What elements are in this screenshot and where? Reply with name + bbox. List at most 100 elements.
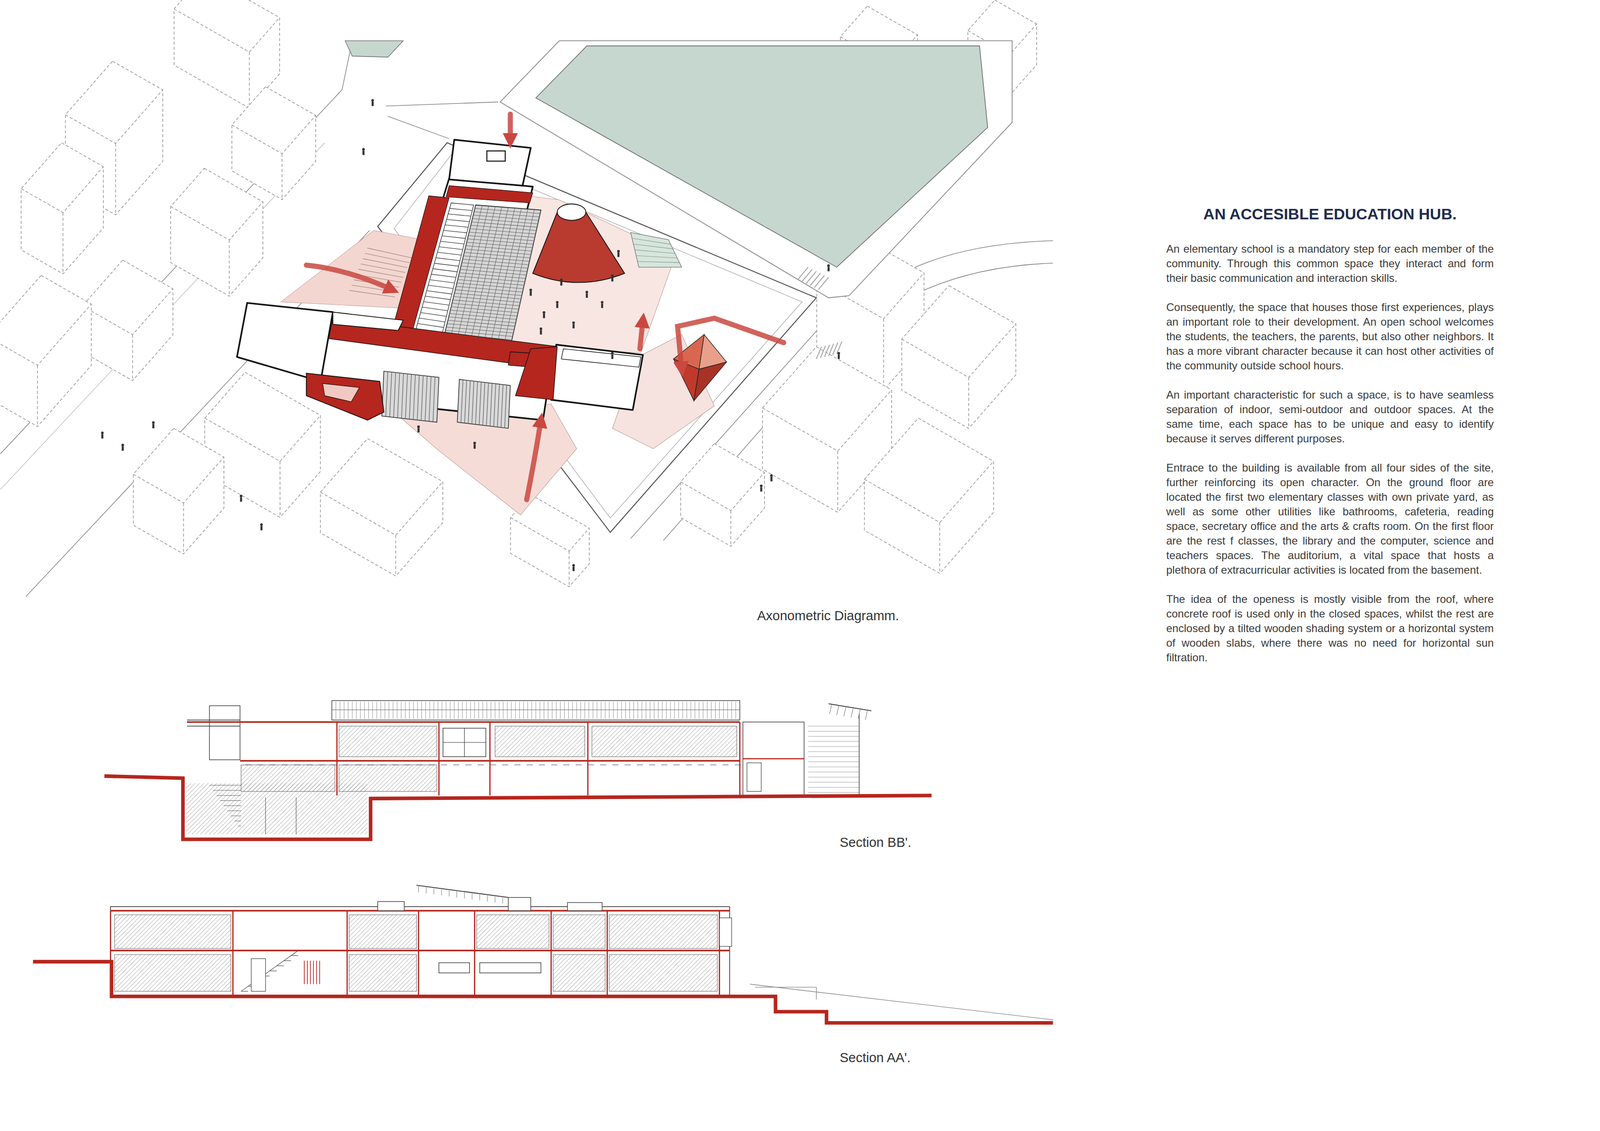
slat-line	[405, 701, 406, 720]
slat-line	[453, 701, 455, 720]
slat-line	[723, 701, 724, 720]
slat-line	[356, 701, 357, 720]
person-figure	[371, 98, 375, 102]
column-line	[489, 722, 491, 796]
slat-line	[519, 701, 520, 720]
slat-line	[490, 701, 492, 720]
stair-line	[227, 810, 241, 811]
slat-line	[376, 701, 377, 720]
slat-line	[560, 701, 561, 720]
slat-line	[483, 207, 515, 345]
slat-line	[479, 382, 482, 426]
slat-line	[431, 274, 457, 278]
building-volume	[449, 139, 531, 186]
person-figure	[572, 321, 576, 325]
slat-line	[423, 301, 450, 306]
room-hatch	[476, 914, 550, 949]
slat-line	[588, 701, 590, 720]
slat-line	[576, 701, 577, 720]
slat-line	[447, 213, 471, 217]
slat-line	[476, 207, 509, 344]
slat-line	[702, 701, 704, 720]
slat-line	[690, 701, 691, 720]
person-figure	[239, 494, 243, 498]
slat-line	[486, 701, 488, 720]
railing-line	[685, 764, 692, 766]
entrance-arrow	[639, 320, 644, 349]
roof-element	[508, 897, 531, 911]
context-building	[231, 86, 316, 200]
slat-line	[711, 701, 712, 720]
slat-line	[483, 382, 485, 426]
slat-line	[621, 701, 622, 720]
railing-line	[661, 764, 668, 766]
railing-line	[379, 764, 386, 766]
railing-line	[244, 764, 251, 766]
person-figure	[560, 281, 562, 286]
canopy-line	[828, 703, 872, 712]
slat-line	[670, 701, 671, 720]
railing-line	[416, 764, 423, 766]
title-holder: AN ACCESIBLE EDUCATION HUB.	[1166, 205, 1494, 224]
slat-line	[367, 248, 412, 258]
column-line	[473, 910, 476, 996]
slat-line	[401, 373, 404, 419]
slat-line	[503, 209, 535, 347]
section-aa	[32, 885, 1053, 1024]
body-paragraph: The idea of the openess is mostly visibl…	[1166, 592, 1494, 665]
context-building	[510, 517, 590, 552]
slat-line	[686, 701, 687, 720]
slat-line	[449, 208, 473, 211]
entrance-sculpture	[306, 373, 385, 421]
room-hatch	[114, 914, 231, 949]
slat-line	[636, 255, 678, 259]
column-line	[739, 722, 741, 796]
slat-line	[409, 374, 412, 420]
slat-line	[339, 701, 341, 720]
slat-line	[432, 376, 435, 422]
stair-line	[209, 784, 241, 786]
slat-line	[478, 701, 479, 720]
slat-line	[511, 701, 512, 720]
railing-line	[306, 961, 308, 985]
slat-line	[464, 380, 467, 424]
room-hatch	[349, 914, 417, 949]
slat-line	[388, 701, 390, 720]
context-building	[228, 239, 230, 297]
facade-line	[808, 741, 860, 742]
person-figure	[572, 566, 575, 572]
canopy-line	[836, 706, 839, 716]
figure-caption: Section AA'.	[839, 1050, 911, 1066]
column-line	[438, 722, 440, 796]
context-building	[680, 472, 765, 511]
column-line	[336, 722, 338, 796]
entrance-arrow	[507, 114, 513, 141]
railing-line	[502, 764, 509, 766]
slat-line	[368, 701, 369, 720]
railing-line	[514, 764, 521, 766]
slat-line	[348, 701, 349, 720]
caption-holder: Section BB'.	[839, 835, 912, 851]
person-figure	[585, 293, 588, 298]
slat-line	[592, 701, 594, 720]
slat-line	[456, 206, 489, 343]
slat-line	[479, 894, 480, 901]
slat-line	[437, 252, 462, 255]
railing-line	[303, 961, 305, 985]
stair-line	[241, 950, 299, 992]
facade-line	[808, 771, 860, 773]
roof-edge	[561, 348, 641, 368]
slat-line	[437, 701, 439, 720]
floor-slab	[110, 909, 730, 912]
page-title: AN ACCESIBLE EDUCATION HUB.	[1166, 205, 1494, 224]
facade-element	[719, 918, 732, 947]
slat-line	[493, 383, 496, 427]
slat-line	[417, 701, 418, 720]
slat-line	[449, 701, 451, 720]
slat-line	[425, 376, 427, 421]
context-building	[231, 115, 316, 154]
person-figure	[611, 352, 614, 355]
facade-line	[808, 766, 860, 768]
body-paragraph: Entrace to the building is available fro…	[1166, 460, 1494, 578]
context-building	[281, 153, 283, 200]
